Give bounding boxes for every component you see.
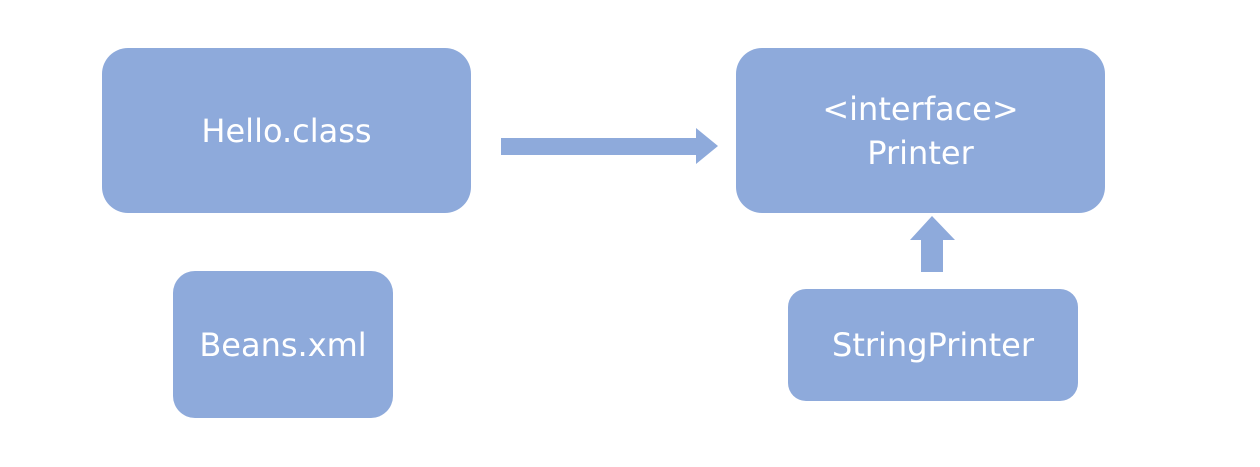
string-printer-node: StringPrinter [788, 289, 1078, 401]
string-printer-label: StringPrinter [832, 326, 1034, 364]
hello-class-node: Hello.class [102, 48, 471, 213]
hello-class-label: Hello.class [201, 111, 372, 150]
printer-label: Printer [867, 133, 974, 172]
hello-to-printer-arrow [501, 128, 718, 164]
stringprinter-to-printer-arrow [910, 216, 955, 272]
printer-interface-node: <interface> Printer [736, 48, 1105, 213]
printer-stereotype-label: <interface> [822, 89, 1019, 128]
beans-xml-label: Beans.xml [199, 325, 367, 364]
beans-xml-node: Beans.xml [173, 271, 393, 418]
